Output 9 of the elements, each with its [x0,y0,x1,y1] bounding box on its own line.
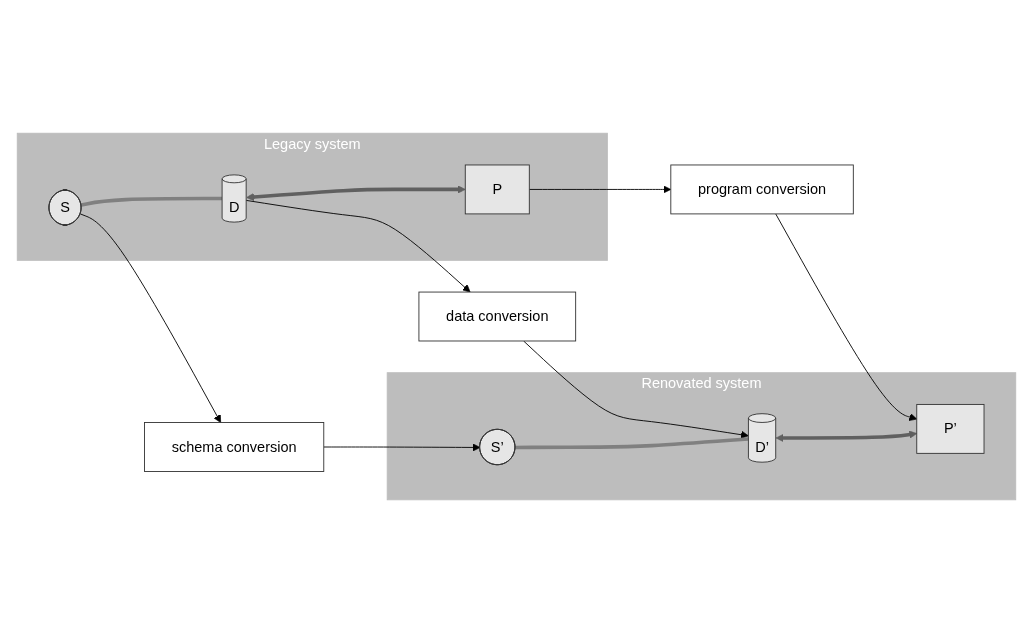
node-box: data conversion [418,291,577,342]
connector [515,437,749,450]
arrow [775,430,918,442]
node-box: schema conversion [144,422,325,472]
node-box: P [464,164,530,215]
arrow [246,185,466,201]
node-box: P’ [916,403,985,454]
connector [80,196,223,207]
node-box: program conversion [670,164,854,215]
